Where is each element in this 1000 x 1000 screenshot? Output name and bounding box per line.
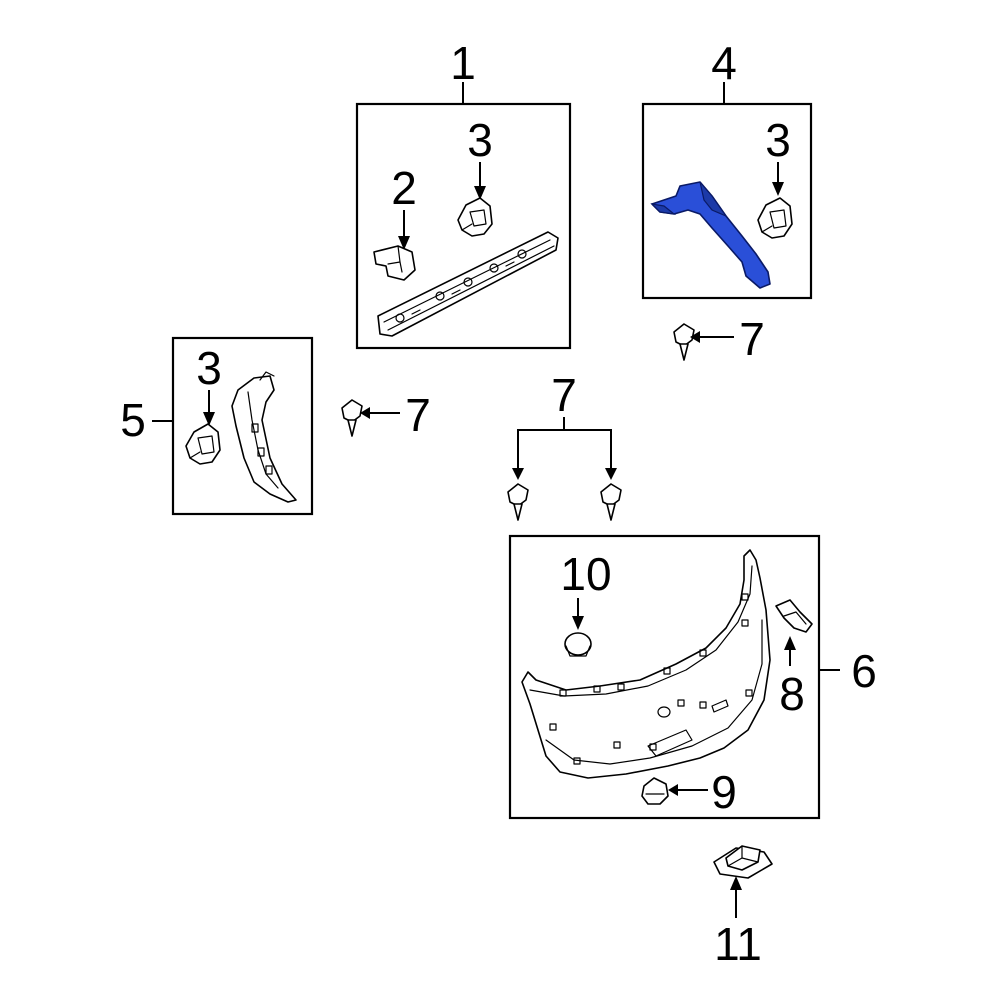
callout-3-box4: 3 <box>765 114 791 166</box>
part-3-clip-box5 <box>185 423 221 465</box>
callout-2: 2 <box>391 162 417 214</box>
fastener-7-pair: 7 <box>507 369 622 521</box>
part-11-pad: 11 <box>713 845 773 970</box>
part-4-highlighted-trim <box>650 181 771 289</box>
part-3-clip-box4 <box>757 197 793 239</box>
callout-6: 6 <box>851 645 877 697</box>
callout-7-middle: 7 <box>551 369 577 421</box>
part-6-liftgate-panel <box>521 549 771 779</box>
part-10-cap <box>564 632 592 657</box>
callout-11: 11 <box>714 918 762 970</box>
callout-9: 9 <box>711 766 737 818</box>
part-3-clip-box1 <box>457 197 493 237</box>
part-8-clip <box>775 599 813 633</box>
callout-4: 4 <box>711 37 737 89</box>
part-1-trim-strip <box>377 231 559 337</box>
part-2-bracket <box>373 245 416 281</box>
callout-5: 5 <box>120 394 146 446</box>
callout-1: 1 <box>450 37 476 89</box>
callout-10: 10 <box>560 548 611 600</box>
callout-7-right: 7 <box>739 313 765 365</box>
group-1-box: 1 2 3 <box>355 37 572 350</box>
callout-7-left: 7 <box>405 389 431 441</box>
fastener-7-right: 7 <box>673 313 765 365</box>
part-9-fastener <box>641 777 669 805</box>
callout-3-box1: 3 <box>467 114 493 166</box>
group-5-box: 5 3 <box>120 336 314 516</box>
group-6-box: 6 10 <box>508 534 877 820</box>
fastener-7-left: 7 <box>341 389 431 441</box>
group-4-box: 4 3 <box>641 37 813 300</box>
part-5-pillar-trim <box>231 371 297 503</box>
callout-3-box5: 3 <box>196 342 222 394</box>
callout-8: 8 <box>779 668 805 720</box>
